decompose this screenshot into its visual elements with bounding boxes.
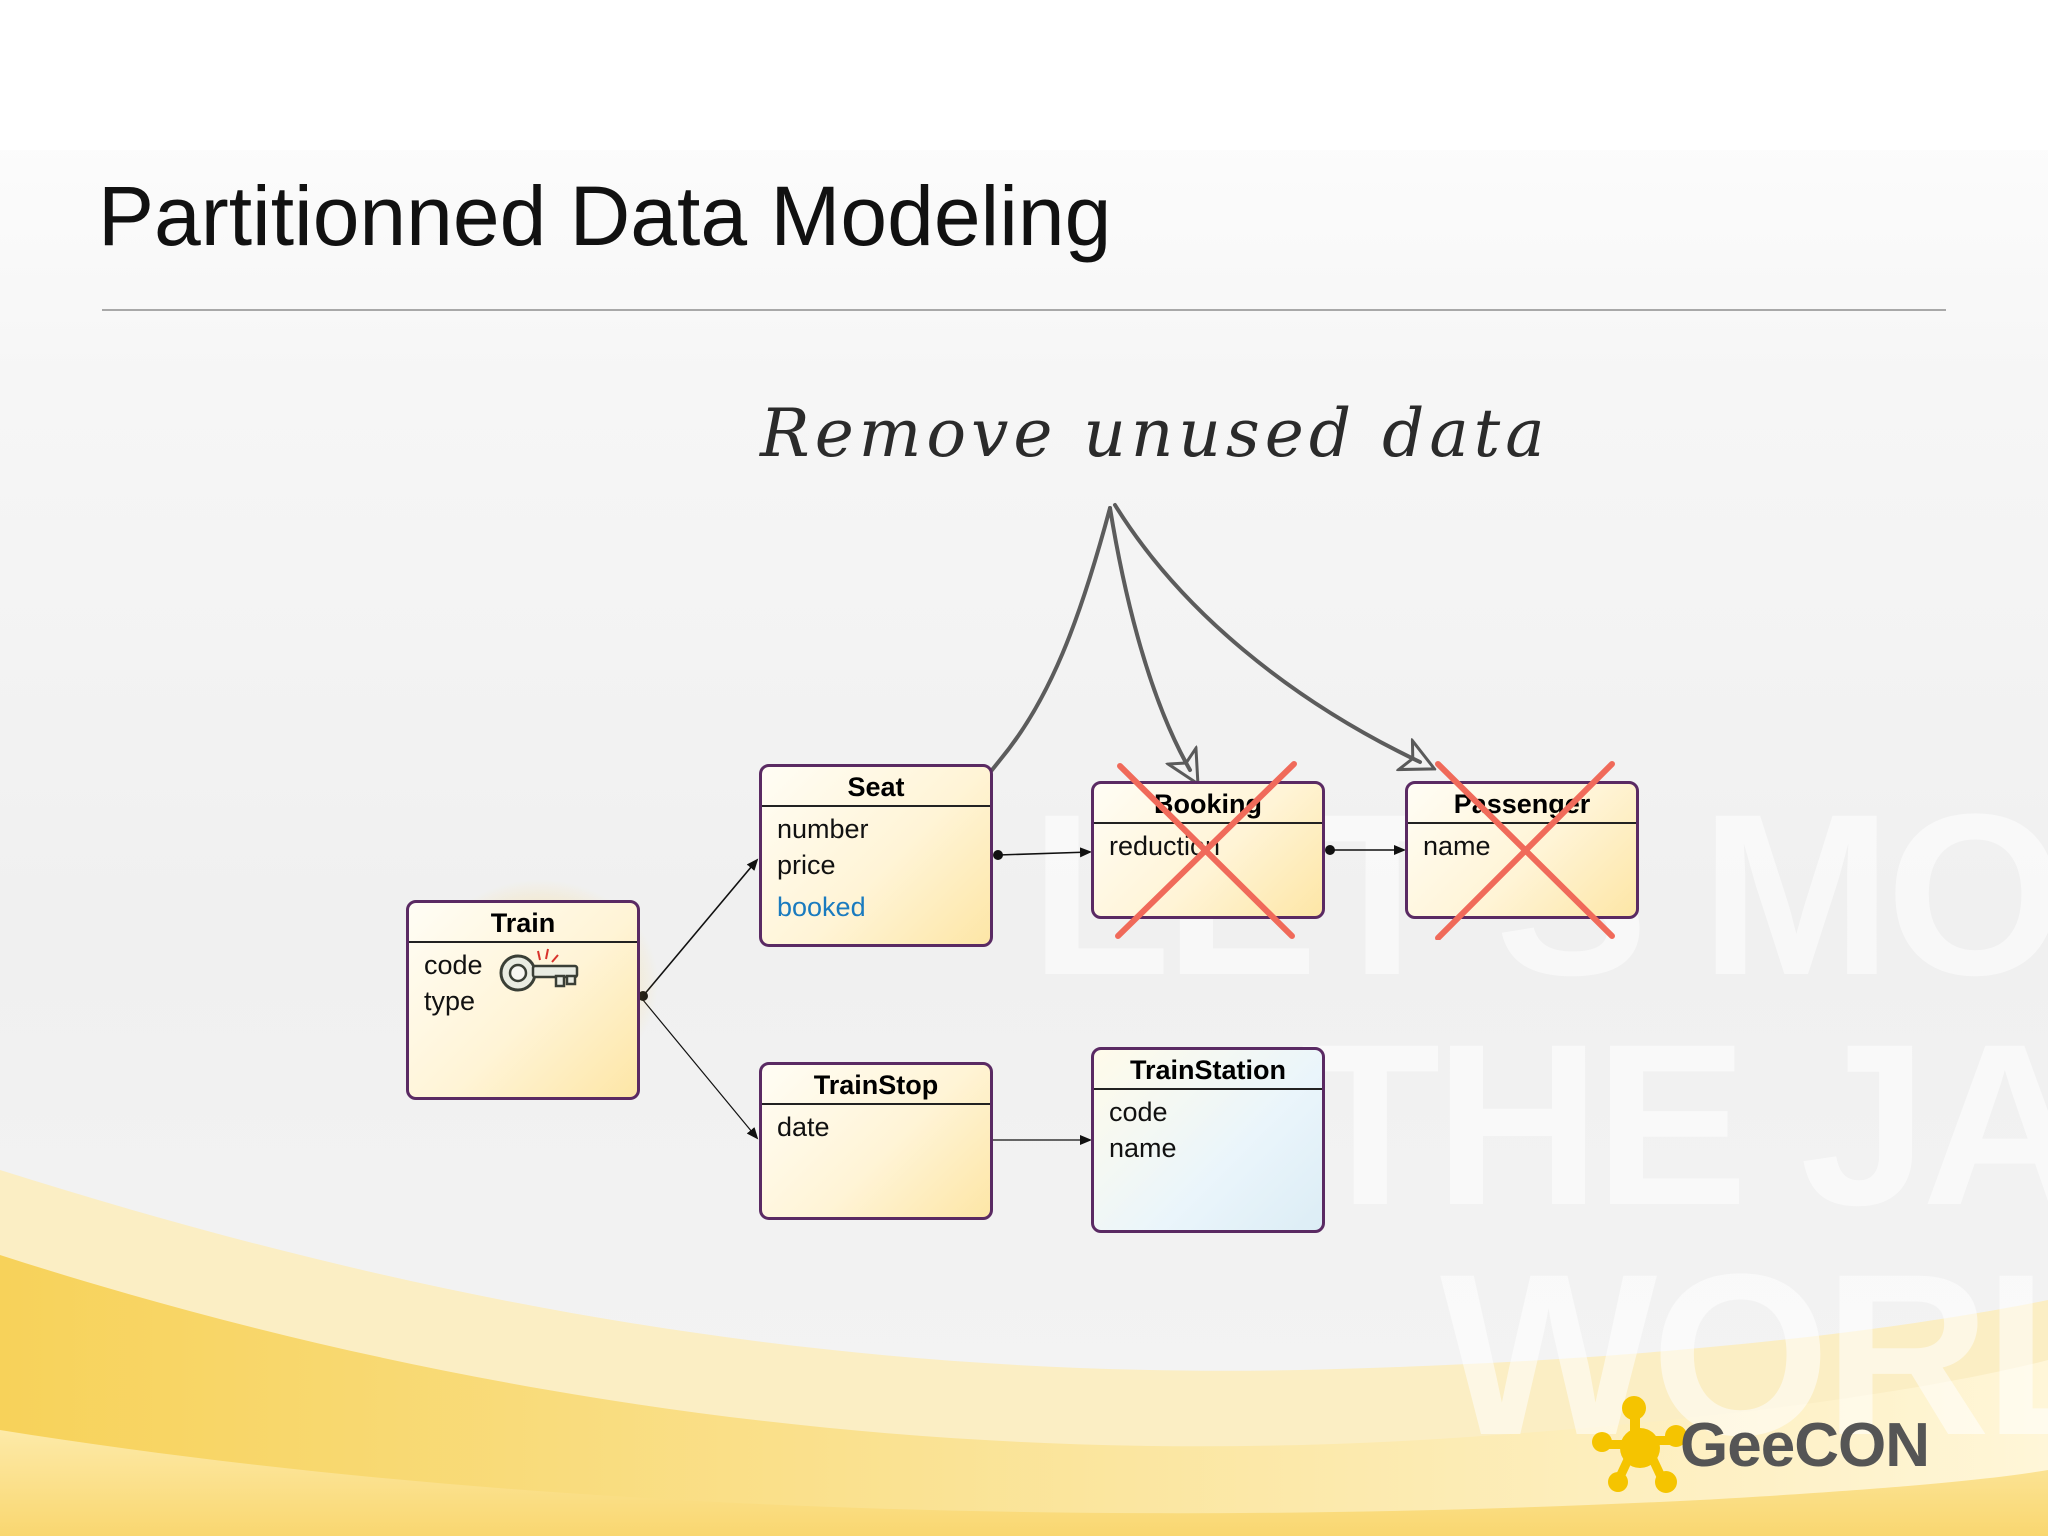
- cross-icon: [1115, 761, 1297, 939]
- watermark-line-3: WORLD: [1440, 1226, 2048, 1483]
- class-seat-title: Seat: [762, 767, 990, 807]
- title-divider: [102, 309, 1946, 311]
- class-trainstation-attr-code: code: [1109, 1097, 1168, 1127]
- class-train-title: Train: [409, 903, 637, 943]
- class-trainstation-attr-name: name: [1109, 1133, 1177, 1163]
- class-train-attr-code: code: [424, 950, 483, 980]
- class-seat-attr-booked: booked: [777, 892, 866, 922]
- annotation-text: Remove unused data: [760, 395, 1550, 472]
- association-train-trainstop: [642, 999, 759, 1140]
- class-seat: Seat number price booked: [759, 764, 993, 947]
- header-band: [0, 0, 2048, 150]
- association-booking-passenger: [1325, 845, 1406, 855]
- geecon-logo-text: GeeCON: [1680, 1411, 1930, 1480]
- cross-icon: [1435, 761, 1615, 940]
- watermark-line-2: THE JAVA: [1300, 996, 2048, 1253]
- slide-title: Partitionned Data Modeling: [98, 169, 1112, 263]
- class-passenger-attr-name: name: [1423, 831, 1491, 861]
- class-passenger-title: Passenger: [1408, 784, 1636, 824]
- class-trainstation: TrainStation code name: [1091, 1047, 1325, 1233]
- association-seat-booking: [993, 847, 1092, 860]
- key-icon: [499, 948, 579, 992]
- class-trainstop-title: TrainStop: [762, 1065, 990, 1105]
- class-train: Train code type: [406, 900, 640, 1100]
- geecon-logo-icon: [1592, 1396, 1687, 1493]
- class-trainstop-attr-date: date: [777, 1112, 830, 1142]
- class-trainstop: TrainStop date: [759, 1062, 993, 1220]
- class-seat-attr-number: number: [777, 814, 869, 844]
- class-train-attr-type: type: [424, 986, 476, 1016]
- class-seat-attr-price: price: [777, 850, 836, 880]
- class-trainstation-title: TrainStation: [1094, 1050, 1322, 1090]
